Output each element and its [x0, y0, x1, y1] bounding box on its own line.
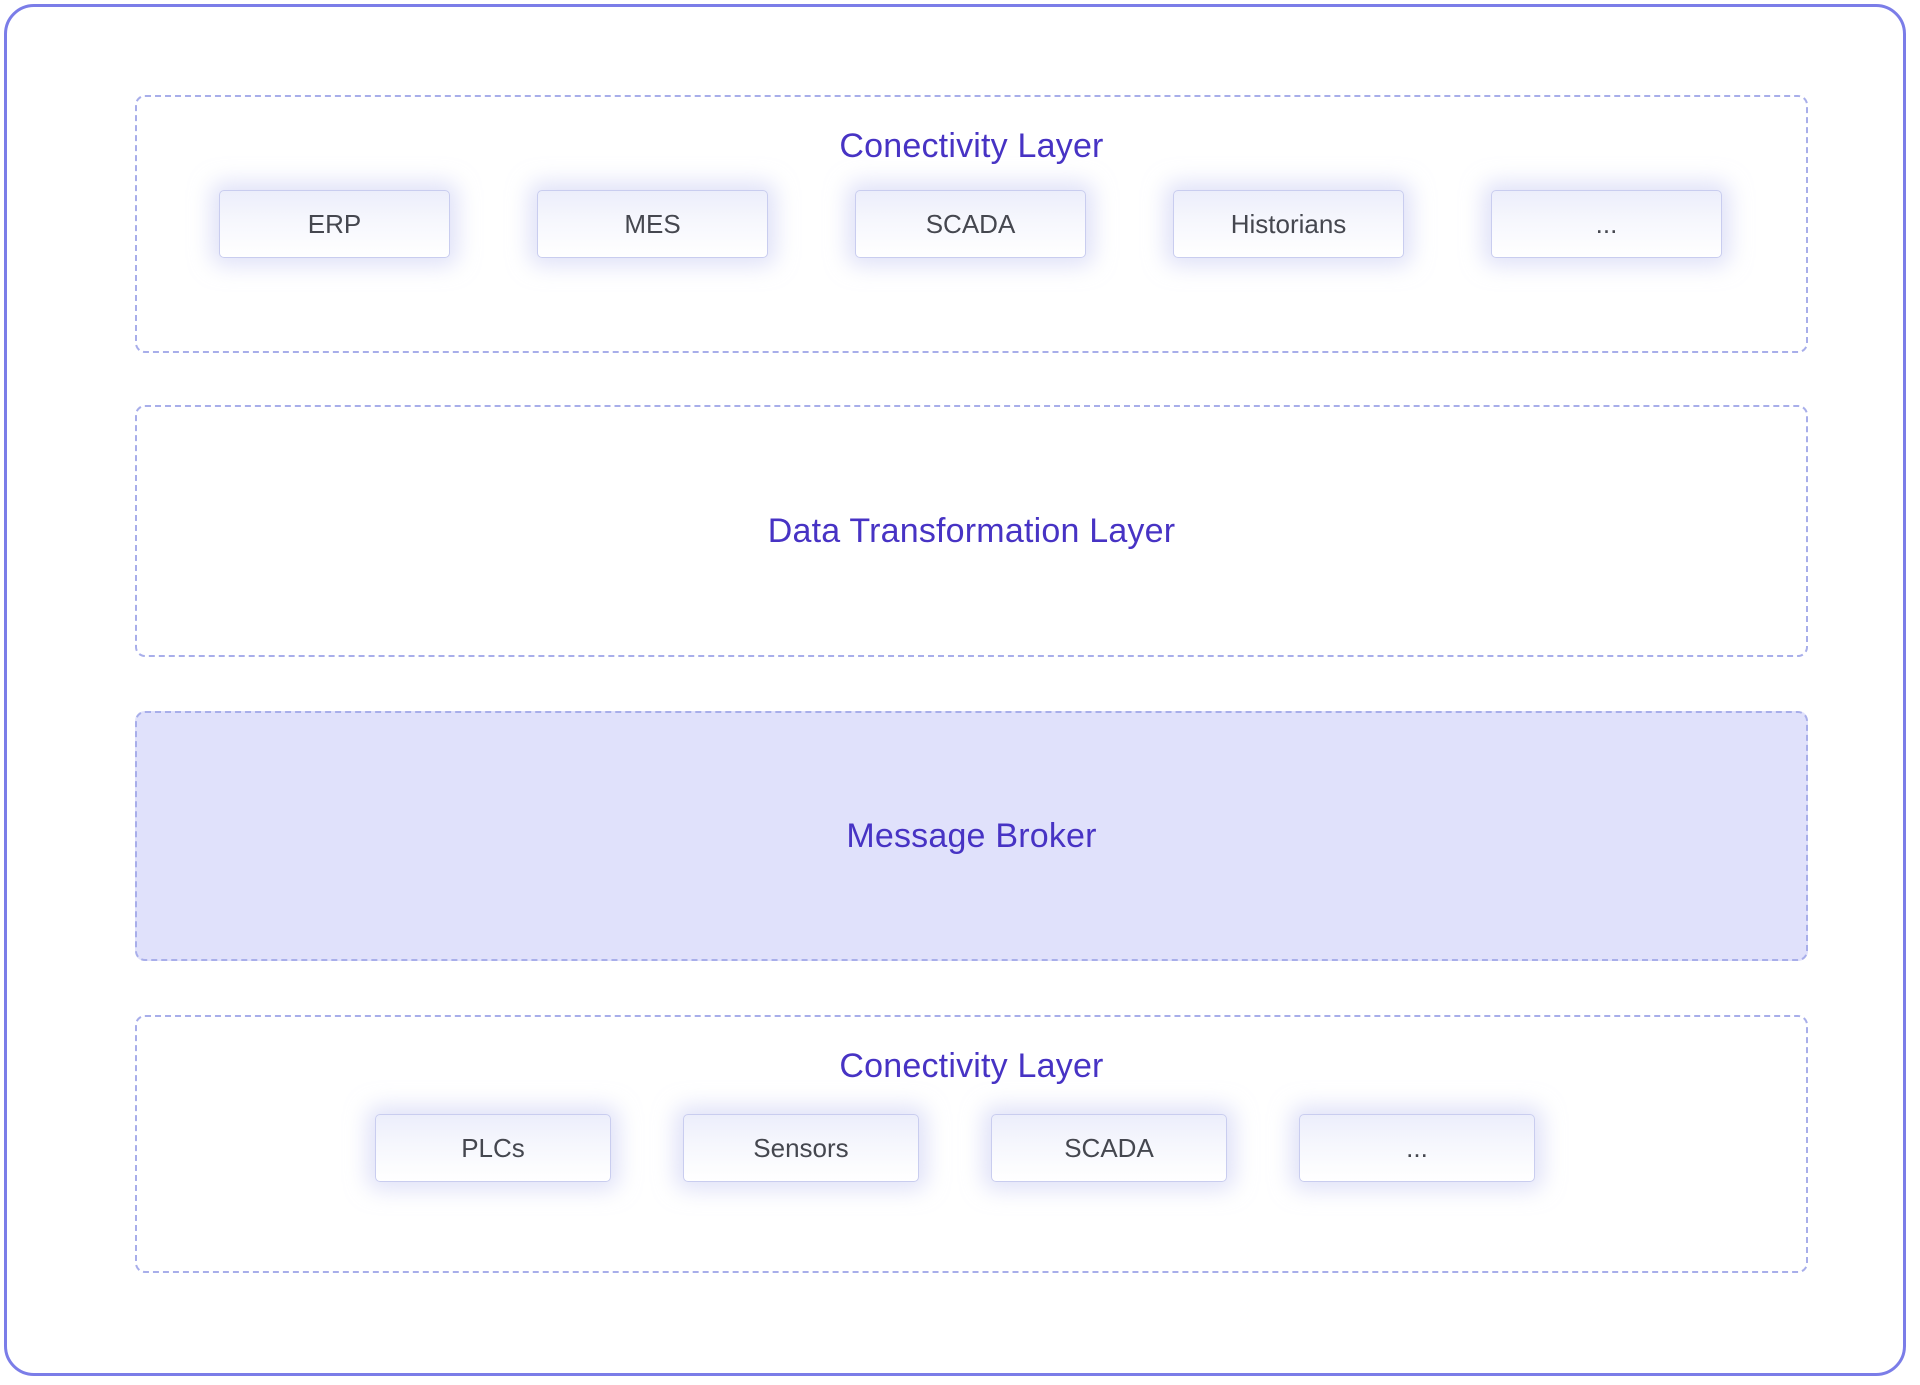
node-more-top[interactable]: ...	[1491, 190, 1722, 258]
node-more-top-label: ...	[1595, 208, 1618, 239]
node-more-bottom-label: ...	[1406, 1132, 1428, 1163]
node-historians[interactable]: Historians	[1173, 190, 1404, 258]
node-row-connectivity-top: ERP MES SCADA Historians ...	[137, 190, 1806, 258]
node-sensors[interactable]: Sensors	[683, 1114, 919, 1182]
layer-title-connectivity-top: Conectivity Layer	[839, 127, 1104, 165]
node-row-connectivity-bottom: PLCs Sensors SCADA ...	[137, 1114, 1806, 1182]
node-sensors-label: Sensors	[753, 1132, 849, 1163]
architecture-diagram-container: Conectivity Layer ERP MES SCADA Historia…	[4, 4, 1906, 1376]
node-scada-bottom[interactable]: SCADA	[991, 1114, 1227, 1182]
node-historians-label: Historians	[1230, 208, 1347, 239]
layer-message-broker[interactable]: Message Broker	[135, 711, 1808, 961]
layer-title-message-broker: Message Broker	[846, 816, 1097, 855]
node-scada-bottom-label: SCADA	[1064, 1132, 1154, 1163]
node-more-bottom[interactable]: ...	[1299, 1114, 1535, 1182]
layer-connectivity-bottom[interactable]: Conectivity Layer PLCs Sensors SCADA ...	[135, 1015, 1808, 1273]
node-mes-label: MES	[624, 208, 681, 239]
node-mes[interactable]: MES	[537, 190, 768, 258]
layer-stack: Conectivity Layer ERP MES SCADA Historia…	[135, 95, 1808, 1302]
node-scada-top-label: SCADA	[925, 208, 1016, 239]
node-plcs-label: PLCs	[461, 1132, 525, 1163]
node-erp[interactable]: ERP	[219, 190, 450, 258]
node-erp-label: ERP	[307, 208, 362, 239]
layer-title-connectivity-bottom: Conectivity Layer	[839, 1047, 1104, 1085]
node-scada-top[interactable]: SCADA	[855, 190, 1086, 258]
node-plcs[interactable]: PLCs	[375, 1114, 611, 1182]
layer-data-transformation[interactable]: Data Transformation Layer	[135, 405, 1808, 657]
layer-connectivity-top[interactable]: Conectivity Layer ERP MES SCADA Historia…	[135, 95, 1808, 353]
layer-title-data-transformation: Data Transformation Layer	[767, 511, 1176, 550]
